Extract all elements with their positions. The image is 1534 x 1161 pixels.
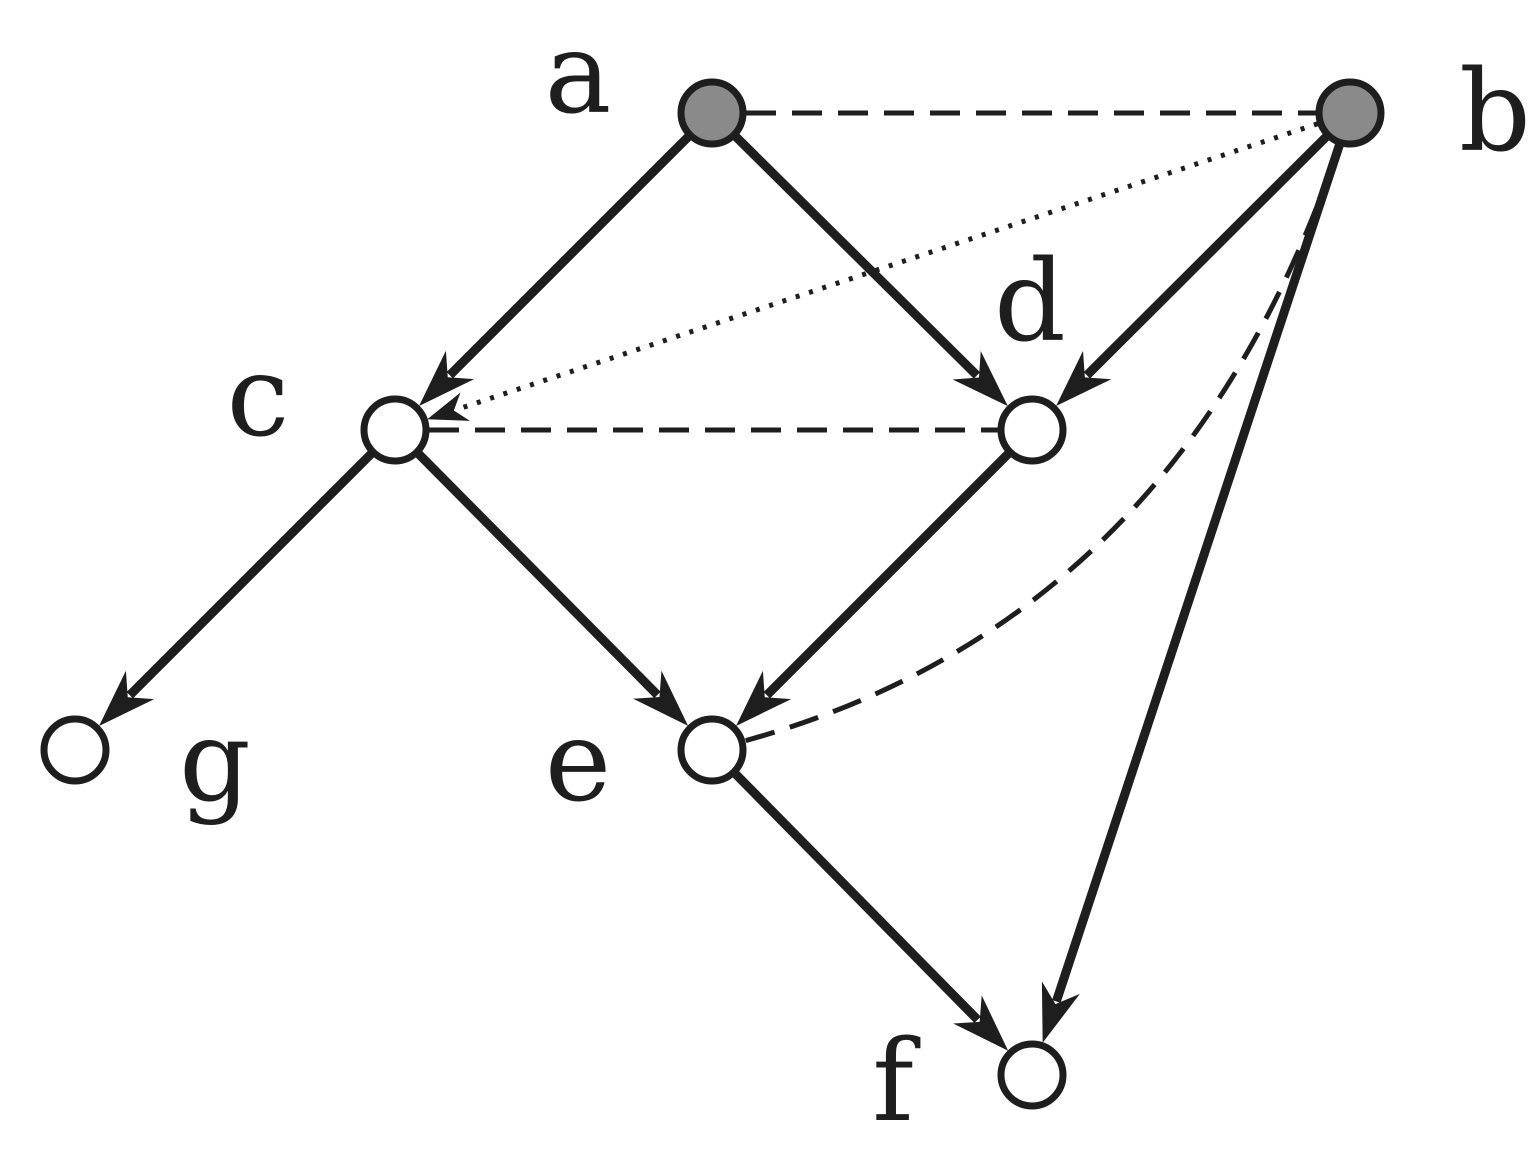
edge-a-d-line	[732, 133, 981, 379]
edge-c-g-line	[126, 450, 375, 699]
edge-b-d-line	[1083, 133, 1330, 379]
edge-a-d	[732, 133, 1008, 407]
edge-e-f	[732, 771, 1009, 1051]
edge-c-g-arrowhead	[99, 670, 155, 726]
edge-c-e-arrowhead	[633, 670, 689, 726]
node-g	[40, 715, 110, 785]
edge-b-c-line	[454, 121, 1319, 413]
edge-b-f-arrowhead	[1041, 981, 1080, 1043]
edges-layer	[99, 110, 1344, 1051]
edge-b-f-line	[1052, 143, 1344, 1003]
edge-c-e-line	[415, 450, 661, 699]
edge-e-b-line	[745, 145, 1342, 744]
node-label-g: g	[179, 697, 251, 827]
node-f	[997, 1040, 1067, 1110]
edge-e-b	[745, 145, 1342, 744]
node-b	[1315, 78, 1385, 148]
edge-a-c	[419, 133, 692, 406]
edge-c-e	[415, 450, 689, 726]
edge-b-d-arrowhead	[1056, 350, 1112, 406]
node-label-c: c	[227, 332, 290, 462]
edge-a-c-line	[446, 133, 692, 379]
edge-e-f-line	[732, 771, 981, 1023]
node-c	[360, 395, 430, 465]
node-label-e: e	[545, 697, 611, 827]
edge-b-c-arrowhead	[427, 392, 470, 421]
edge-b-c	[427, 121, 1319, 421]
node-e	[677, 715, 747, 785]
edge-a-d-arrowhead	[952, 351, 1008, 407]
node-a	[677, 78, 747, 148]
node-label-b: b	[1459, 47, 1531, 177]
node-d	[997, 395, 1067, 465]
node-label-f: f	[872, 1017, 921, 1147]
nodes-layer	[40, 78, 1385, 1110]
edge-d-e-line	[763, 450, 1012, 699]
edge-a-c-arrowhead	[419, 350, 475, 406]
edge-b-d	[1056, 133, 1330, 406]
edge-d-e	[736, 450, 1012, 726]
node-label-a: a	[545, 9, 612, 139]
labels-layer: a b c d e f g	[179, 9, 1531, 1147]
node-label-d: d	[994, 237, 1066, 367]
edge-e-f-arrowhead	[953, 995, 1009, 1051]
edge-d-e-arrowhead	[736, 670, 792, 726]
edge-b-f	[1041, 143, 1344, 1043]
edge-c-g	[99, 450, 375, 726]
